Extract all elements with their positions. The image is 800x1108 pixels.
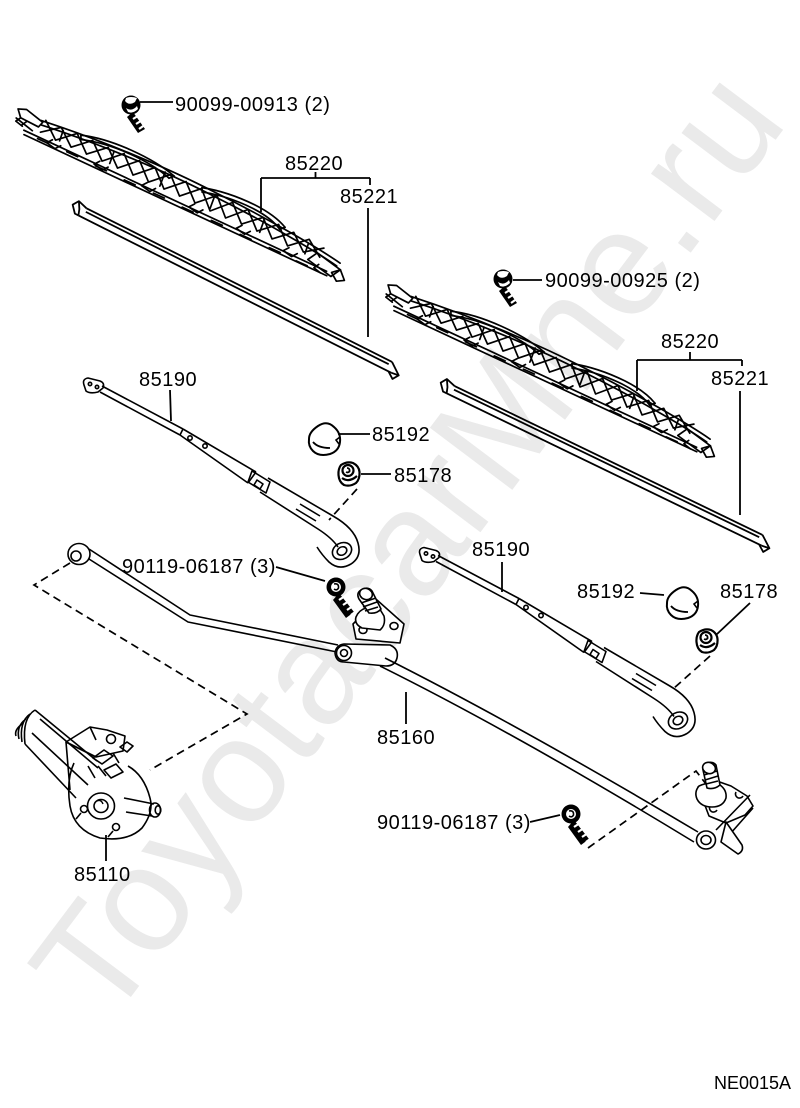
svg-text:85221: 85221 (711, 368, 769, 390)
svg-text:90099-00925 (2): 90099-00925 (2) (545, 270, 700, 292)
svg-text:85190: 85190 (472, 539, 530, 561)
svg-text:85221: 85221 (340, 186, 398, 208)
svg-text:85110: 85110 (74, 864, 131, 886)
svg-text:85220: 85220 (285, 153, 343, 175)
svg-text:85178: 85178 (394, 465, 452, 487)
svg-text:85178: 85178 (720, 581, 778, 603)
svg-text:90119-06187 (3): 90119-06187 (3) (377, 812, 531, 834)
svg-text:NE0015A: NE0015A (714, 1073, 791, 1093)
svg-text:85192: 85192 (577, 581, 635, 603)
svg-text:85190: 85190 (139, 369, 197, 391)
svg-text:90119-06187 (3): 90119-06187 (3) (122, 556, 276, 578)
svg-text:85160: 85160 (377, 727, 435, 749)
svg-text:85192: 85192 (372, 424, 430, 446)
svg-text:90099-00913 (2): 90099-00913 (2) (175, 94, 330, 116)
svg-text:85220: 85220 (661, 331, 719, 353)
